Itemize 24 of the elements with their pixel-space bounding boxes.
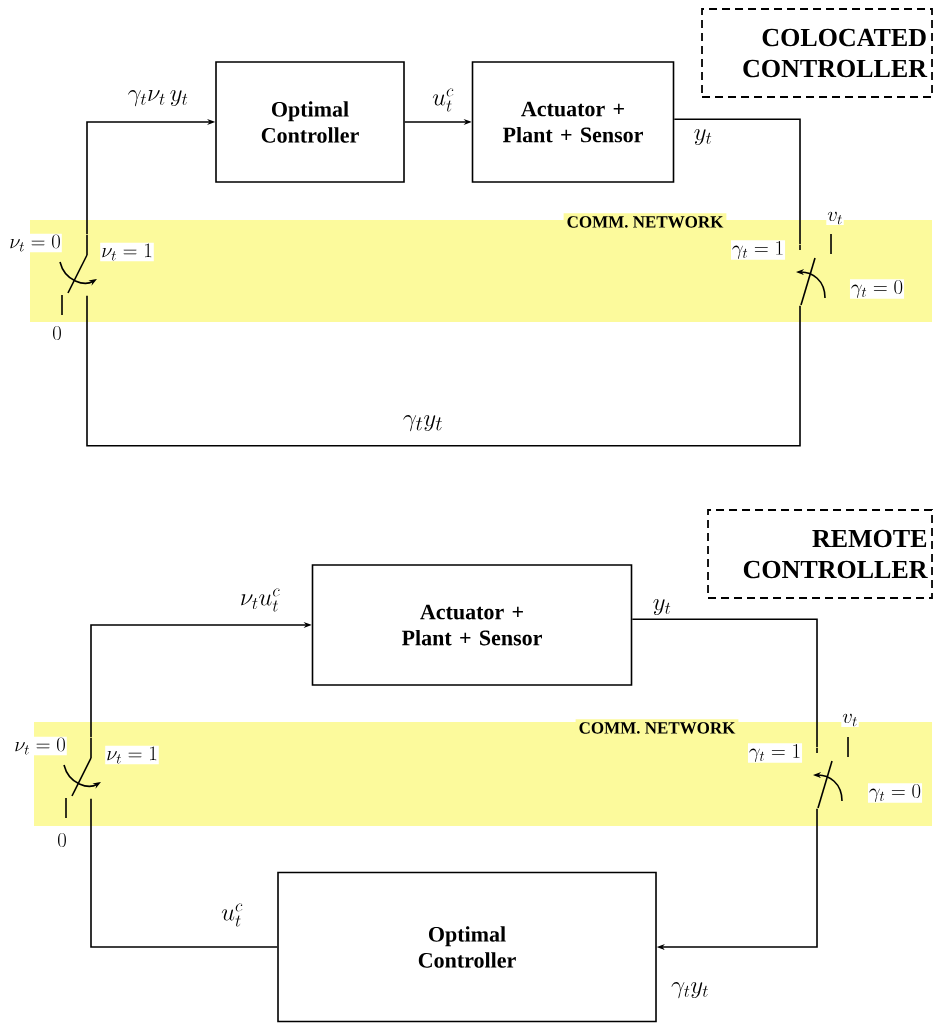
process-box: Actuator + Plant + Sensor [471,61,675,183]
edge-label: $u_t^c$ [220,902,244,928]
edge-label: $y_t$ [651,598,673,616]
edge-label: $\nu_t u_t^c$ [238,587,282,613]
edge-label: $y_t$ [692,128,714,146]
switch-label: $\gamma_t = 0$ [867,783,923,803]
switch-label: $\gamma_t = 1$ [730,240,786,260]
switch-label: $\gamma_t = 0$ [849,279,905,299]
edge-label: $u_t^c$ [431,87,455,113]
process-box: Optimal Controller [215,61,405,183]
switch-label: $0$ [56,832,68,848]
switch-label: $0$ [51,325,63,341]
switch-label: $\nu_t = 0$ [13,736,67,756]
switch-label: $v_t$ [841,713,859,728]
dashed-box: REMOTE CONTROLLER [707,509,933,599]
edge-label: $\gamma_t\nu_t\, y_t$ [126,89,190,107]
dashed-box: COLOCATED CONTROLLER [701,8,933,98]
process-box: Actuator + Plant + Sensor [311,564,633,686]
switch-label: $\nu_t = 0$ [8,233,62,253]
switch-label: $\gamma_t = 1$ [747,743,803,763]
edge-label: $\gamma_t y_t$ [670,981,710,999]
edge-label: $\gamma_t y_t$ [401,414,445,432]
switch-label: $v_t$ [826,211,844,225]
process-box: Optimal Controller [277,871,657,1023]
